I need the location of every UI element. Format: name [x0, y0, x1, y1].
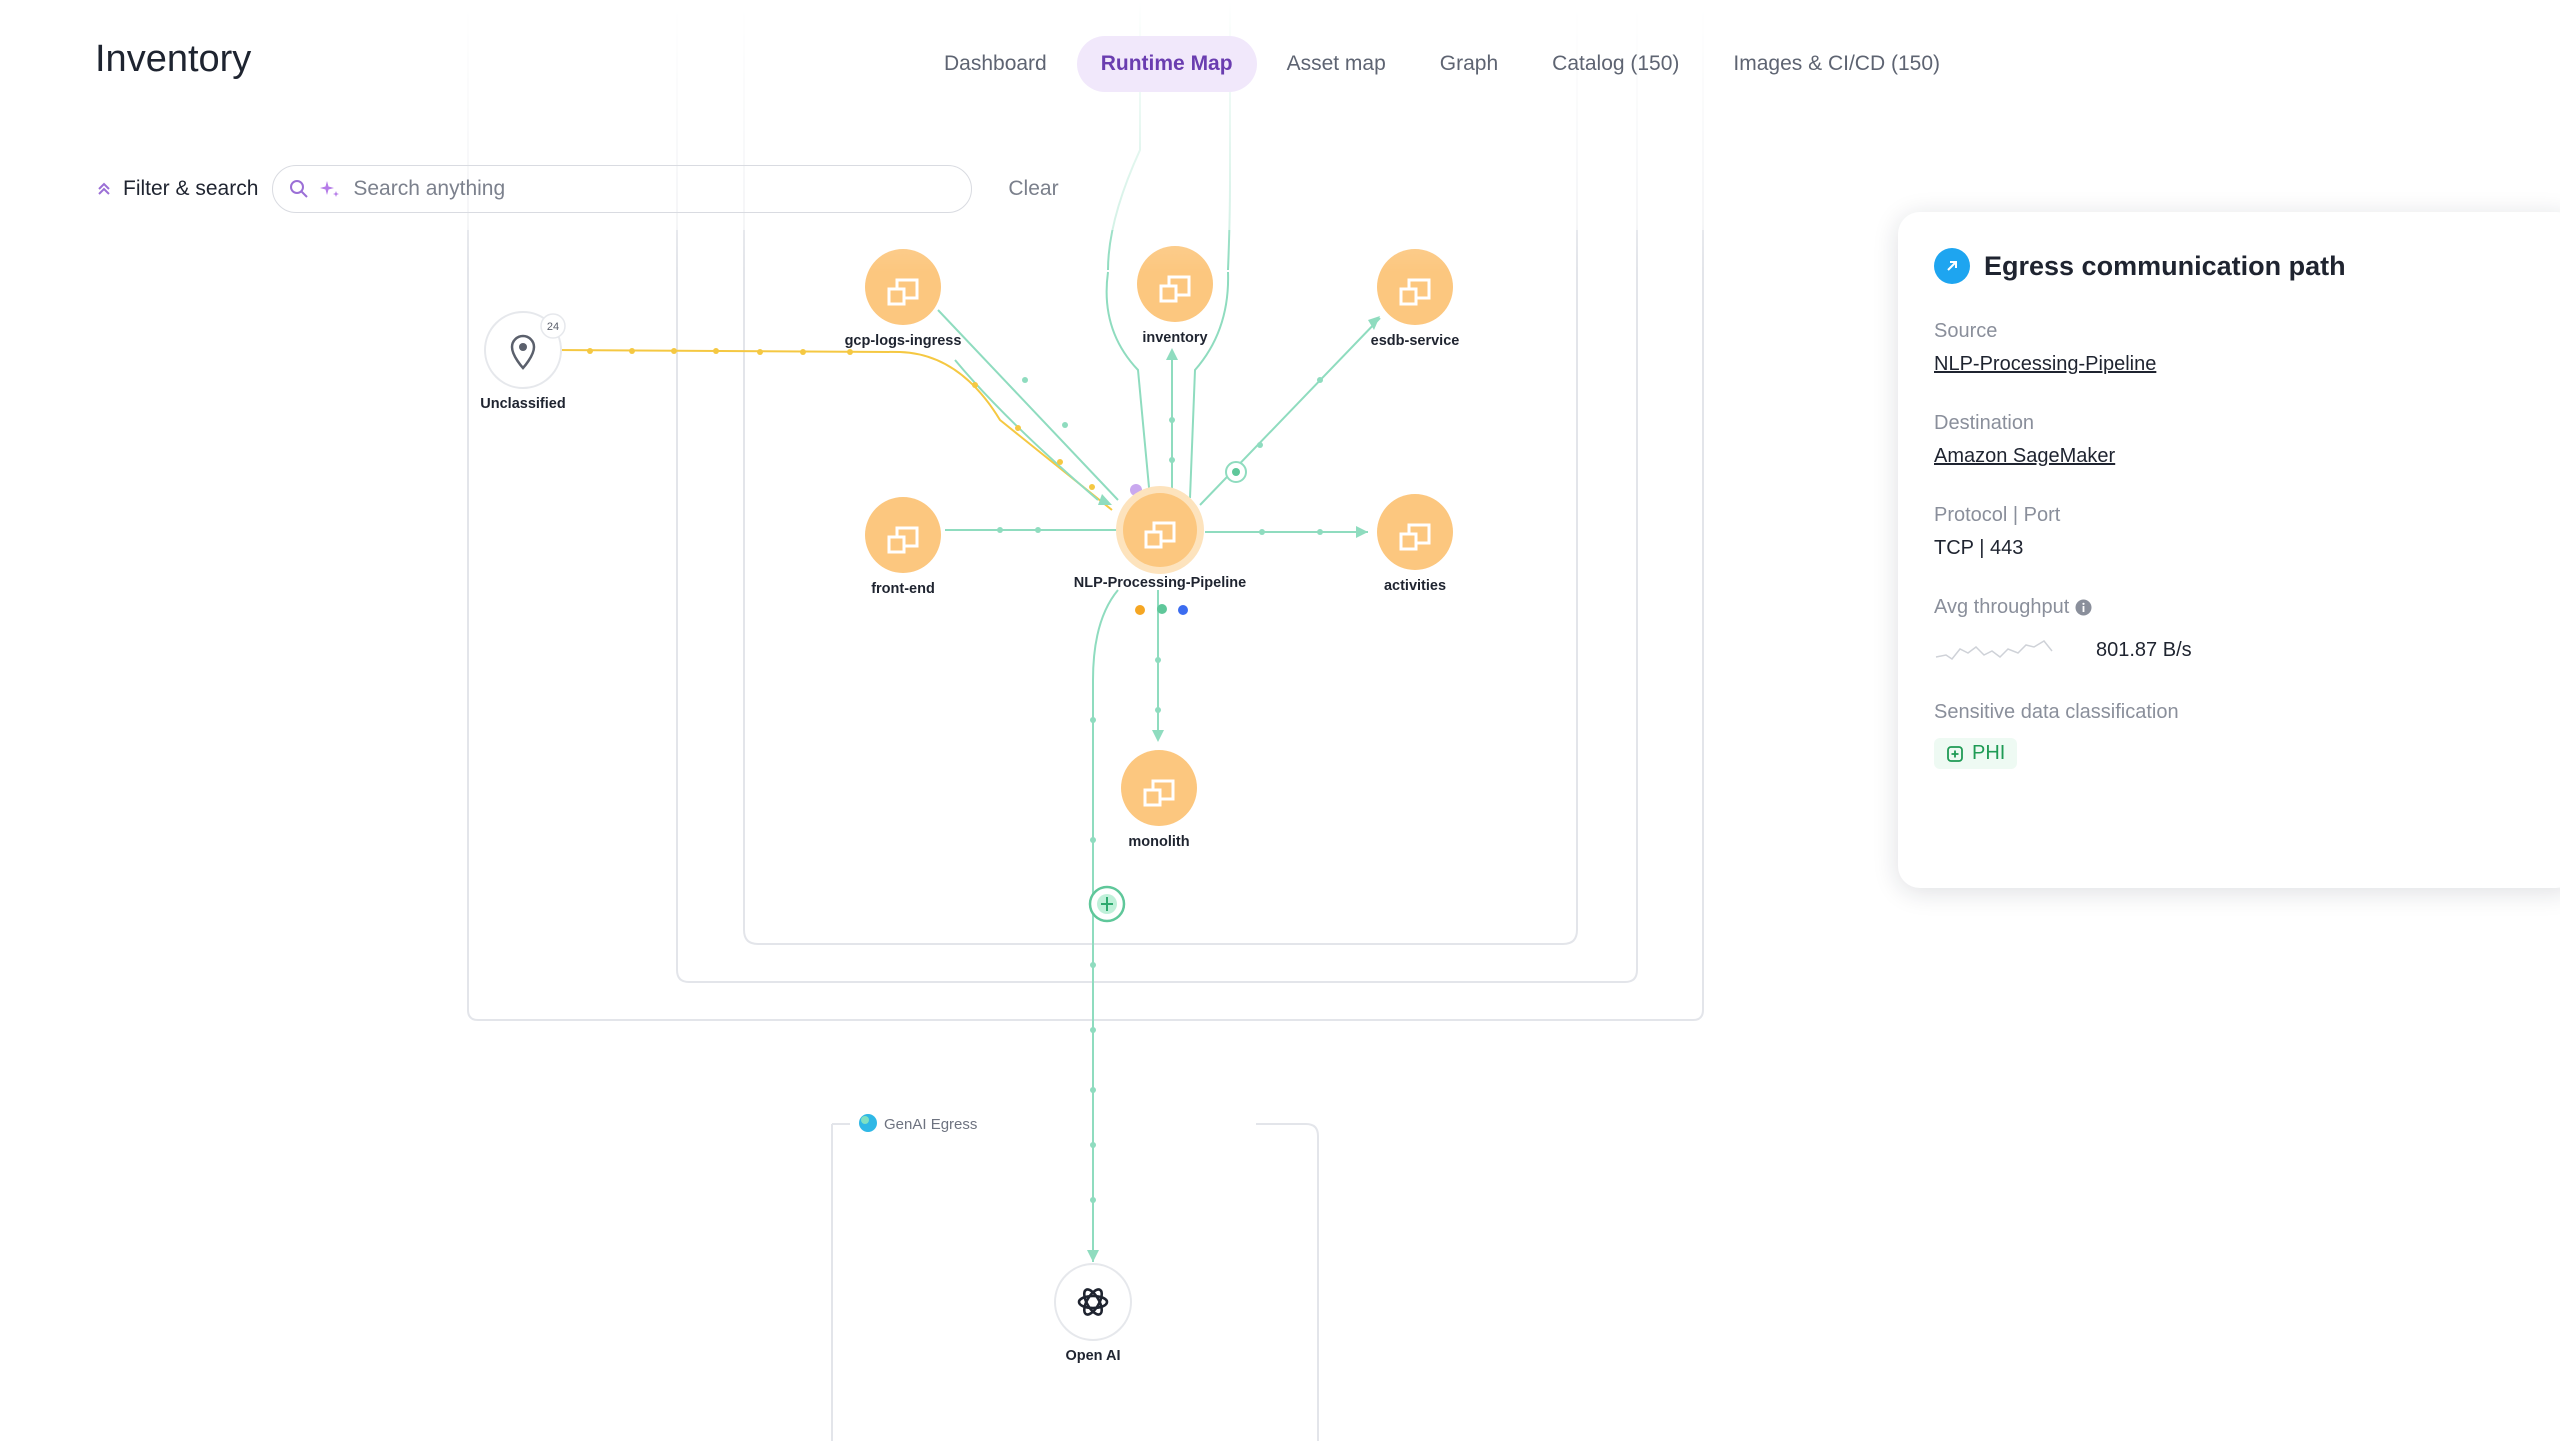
top-tabs: Dashboard Runtime Map Asset map Graph Ca… — [920, 36, 1964, 92]
node-label: Unclassified — [480, 396, 565, 412]
node-label: NLP-Processing-Pipeline — [1074, 575, 1246, 591]
page-title: Inventory — [95, 38, 252, 80]
edge-arrowheads — [997, 316, 1380, 1262]
node-nlp-processing-pipeline[interactable]: NLP-Processing-Pipeline — [1074, 486, 1246, 591]
destination-link[interactable]: Amazon SageMaker — [1934, 445, 2116, 467]
service-icon — [1143, 779, 1175, 807]
node-label: front-end — [871, 581, 935, 597]
panel-title: Egress communication path — [1984, 250, 2346, 281]
protocol-label: Protocol | Port — [1934, 504, 2061, 526]
sensitive-label: Sensitive data classification — [1934, 701, 2179, 723]
throughput-row: 801.87 B/s — [1934, 635, 2542, 665]
node-label: esdb-service — [1371, 333, 1460, 349]
node-label: gcp-logs-ingress — [845, 333, 962, 349]
tab-graph[interactable]: Graph — [1439, 52, 1499, 75]
tab-asset-map[interactable]: Asset map — [1286, 52, 1386, 75]
node-unclassified[interactable]: 24 Unclassified — [480, 311, 566, 412]
service-icon — [1159, 275, 1191, 303]
phi-badge[interactable]: PHI — [1934, 738, 2018, 769]
plus-square-icon — [1947, 745, 1963, 762]
openai-logo-icon — [1077, 1288, 1109, 1316]
egress-gateway-icon[interactable] — [1088, 885, 1126, 923]
node-activities[interactable]: activities — [1377, 494, 1453, 594]
service-icon — [887, 526, 919, 554]
search-icon — [290, 180, 309, 198]
tab-runtime-map[interactable]: Runtime Map — [1076, 36, 1257, 92]
service-icon — [1399, 523, 1431, 551]
service-icon — [887, 278, 919, 306]
unclassified-count-badge: 24 — [547, 321, 559, 333]
service-icon — [1144, 521, 1176, 549]
clear-button[interactable]: Clear — [1008, 177, 1059, 200]
tab-images-cicd[interactable]: Images & CI/CD (150) — [1733, 52, 1940, 75]
egress-arrow-icon — [1934, 248, 1970, 284]
node-label: activities — [1384, 578, 1446, 594]
throughput-value: 801.87 B/s — [2096, 638, 2192, 661]
node-label: inventory — [1142, 330, 1207, 346]
runtime-map[interactable]: 24 Unclassified gcp-logs-ingress invento… — [0, 0, 1720, 1441]
destination-label: Destination — [1934, 412, 2035, 434]
node-front-end[interactable]: front-end — [865, 497, 941, 597]
node-monolith[interactable]: monolith — [1121, 750, 1197, 850]
source-link[interactable]: NLP-Processing-Pipeline — [1934, 353, 2157, 375]
service-icon — [1399, 278, 1431, 306]
source-label: Source — [1934, 320, 1998, 342]
sparkle-icon — [320, 181, 340, 197]
search-input[interactable] — [351, 176, 956, 202]
throughput-sparkline — [1935, 640, 2053, 661]
tab-dashboard[interactable]: Dashboard — [944, 52, 1047, 75]
search-box[interactable] — [272, 165, 973, 213]
map-pin-icon — [510, 334, 536, 370]
filter-search-toggle[interactable]: Filter & search — [95, 177, 258, 201]
protocol-value: TCP | 443 — [1934, 537, 2024, 559]
info-icon[interactable] — [2075, 599, 2092, 616]
genai-group-title: GenAI Egress — [884, 1116, 977, 1133]
egress-detail-panel: Egress communication path Source NLP-Pro… — [1898, 212, 2560, 888]
chevrons-up-icon — [98, 182, 110, 195]
genai-egress-group-label: GenAI Egress — [850, 1110, 980, 1138]
edge-arrowheads-yellow — [587, 348, 1095, 490]
node-label: Open AI — [1065, 1348, 1120, 1364]
node-label: monolith — [1128, 834, 1189, 850]
tab-catalog[interactable]: Catalog (150) — [1552, 52, 1680, 75]
throughput-label-row: Avg throughput — [1934, 596, 2542, 619]
group-boundaries — [467, 0, 1704, 1441]
node-open-ai[interactable]: Open AI — [1054, 1263, 1132, 1364]
filter-bar: Filter & search Clear — [95, 164, 1059, 214]
filter-search-label: Filter & search — [123, 177, 259, 200]
throughput-label: Avg throughput — [1934, 596, 2070, 618]
edge-unclassified-to-nlp[interactable] — [555, 349, 1113, 511]
status-markers — [1130, 461, 1247, 615]
panel-header: Egress communication path — [1934, 248, 2542, 284]
phi-badge-label: PHI — [1972, 742, 2006, 764]
